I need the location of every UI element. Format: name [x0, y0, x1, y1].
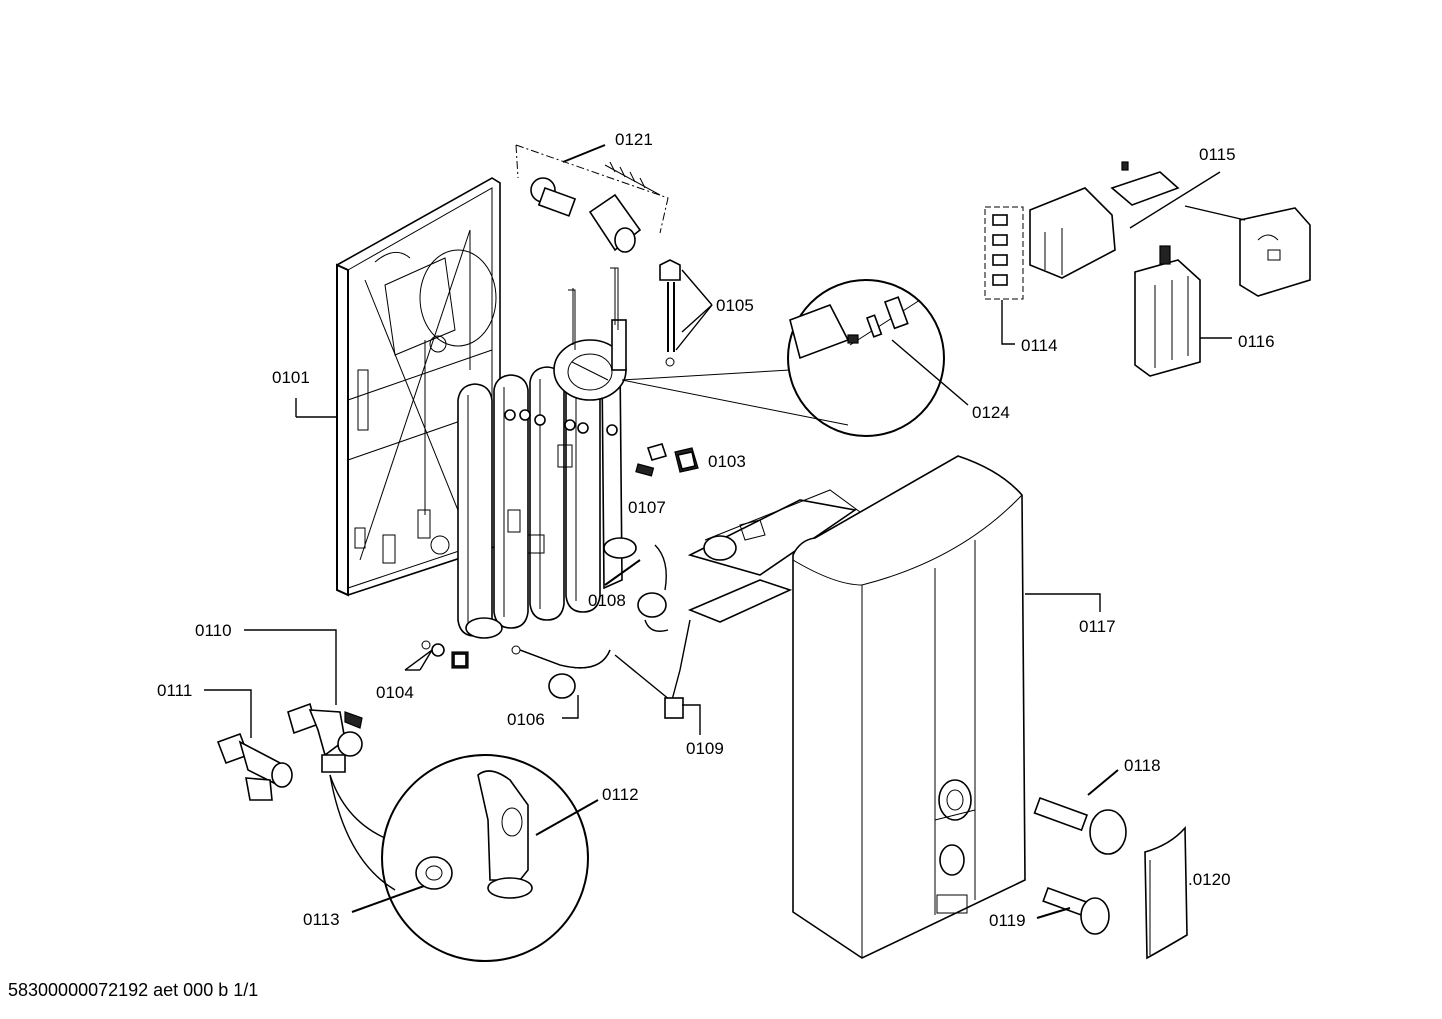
relay-0116: [1134, 245, 1201, 377]
label-0115: 0115: [1199, 145, 1236, 164]
heating-element-assembly: [457, 267, 637, 639]
leader-0113: [351, 885, 425, 913]
label-0119: 0119: [989, 911, 1026, 930]
label-0114: 0114: [1021, 336, 1058, 355]
label-0109: 0109: [686, 739, 724, 758]
valve-0111: [216, 732, 293, 801]
clip-0103: [646, 443, 699, 473]
label-0103: 0103: [708, 452, 746, 471]
leader-0108: [604, 559, 641, 586]
label-0121: 0121: [615, 130, 653, 149]
label-0111: 0111: [157, 681, 192, 700]
bracket-0108: [637, 489, 861, 632]
bolt-0105: [659, 259, 681, 367]
leader-0115: [1129, 171, 1221, 229]
leader-0109: [682, 704, 701, 735]
screw-kit-0121: [515, 144, 669, 253]
label-0106: 0106: [507, 710, 545, 729]
clip-0107: [635, 463, 655, 477]
label-0105: 0105: [716, 296, 754, 315]
label-0107: 0107: [628, 498, 666, 517]
label-0118: 0118: [1124, 756, 1161, 775]
sensor-cable-0109: [614, 619, 691, 719]
terminal-block-0114: [984, 187, 1116, 300]
cover-strip-0120: [1144, 825, 1188, 960]
knob-0119: [1042, 886, 1110, 935]
switch-0115: [1110, 161, 1311, 297]
leader-0114: [1001, 300, 1015, 345]
leader-0104: [404, 649, 433, 671]
detail-circle-0124: [787, 279, 945, 437]
label-0120: .0120: [1188, 870, 1231, 889]
leader-0119: [1036, 907, 1071, 919]
leader-0106: [562, 695, 579, 719]
leader-0111: [204, 689, 252, 738]
valve-0110: [287, 702, 363, 773]
label-0110: 0110: [195, 621, 232, 640]
leader-0124: [891, 339, 969, 406]
leader-0112: [535, 799, 599, 836]
label-0104: 0104: [376, 683, 414, 702]
label-0113: 0113: [303, 910, 340, 929]
leader-0121: [562, 144, 606, 163]
leader-0110: [244, 629, 337, 705]
knob-0118: [1033, 796, 1127, 855]
document-id: 58300000072192 aet 000 b 1/1: [8, 980, 259, 1000]
leader-0105: [681, 269, 713, 306]
label-0101: 0101: [272, 368, 310, 387]
detail-circle-0112: [381, 754, 589, 962]
label-0116: 0116: [1238, 332, 1275, 351]
pipe-0106: [511, 645, 611, 699]
leader-0117: [1025, 593, 1101, 612]
label-0124: 0124: [972, 403, 1010, 422]
label-0112: 0112: [602, 785, 639, 804]
label-0108: 0108: [588, 591, 626, 610]
label-0117: 0117: [1079, 617, 1116, 636]
front-cover-0117: [792, 455, 1026, 959]
leader-0118: [1087, 769, 1119, 796]
